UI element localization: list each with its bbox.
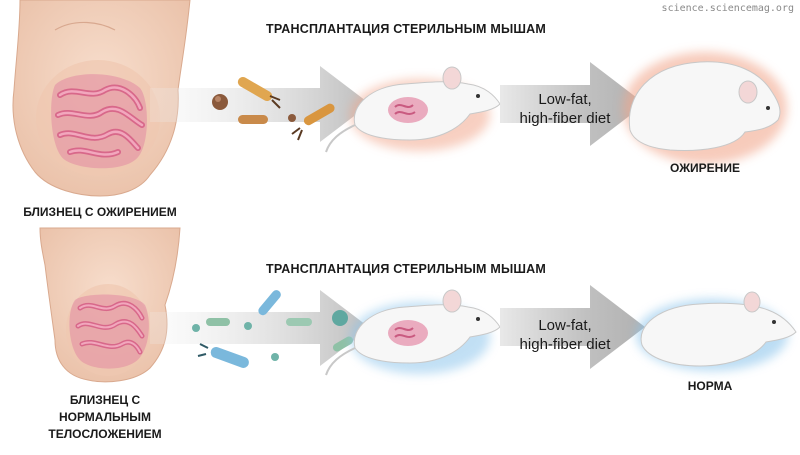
transfer-arrow-1 <box>150 66 370 142</box>
lean-twin-intestine-icon <box>69 294 149 369</box>
row1-diet-line1: Low-fat, <box>538 91 592 108</box>
row2-diet-line2: high-fiber diet <box>519 336 611 353</box>
lean-twin-label-line2: НОРМАЛЬНЫМ <box>58 410 152 424</box>
source-credit: science.sciencemag.org <box>661 3 794 14</box>
transfer-arrow-2 <box>150 290 370 366</box>
obese-twin-label: БЛИЗНЕЦ С ОЖИРЕНИЕМ <box>23 205 177 219</box>
obese-outcome-label: ОЖИРЕНИЕ <box>670 161 740 175</box>
normal-outcome-label: НОРМА <box>687 379 733 393</box>
obese-twin-intestine-icon <box>51 74 147 169</box>
obese-microbes-icon <box>212 77 335 141</box>
recipient-mouse-2 <box>325 289 501 376</box>
row1-diet-line2: high-fiber diet <box>519 110 611 127</box>
row2-diet-label: Low-fat, high-fiber diet <box>500 316 630 354</box>
diet-arrow-2 <box>500 285 645 369</box>
row1-heading: ТРАНСПЛАНТАЦИЯ СТЕРИЛЬНЫМ МЫШАМ <box>266 22 546 36</box>
row2-diet-line1: Low-fat, <box>538 317 592 334</box>
row2-heading: ТРАНСПЛАНТАЦИЯ СТЕРИЛЬНЫМ МЫШАМ <box>266 262 546 276</box>
lean-twin-label-line3: ТЕЛОСЛОЖЕНИЕМ <box>48 427 162 441</box>
obese-mouse-outcome <box>623 52 787 164</box>
lean-twin-label-line1: БЛИЗНЕЦ С <box>69 393 141 407</box>
recipient-mouse-1 <box>325 66 501 153</box>
lean-twin-label: БЛИЗНЕЦ С НОРМАЛЬНЫМ ТЕЛОСЛОЖЕНИЕМ <box>30 392 180 443</box>
diet-arrow-1 <box>500 62 645 146</box>
row1-diet-label: Low-fat, high-fiber diet <box>500 90 630 128</box>
lean-microbes-icon <box>192 290 354 368</box>
normal-mouse-outcome <box>636 291 797 371</box>
